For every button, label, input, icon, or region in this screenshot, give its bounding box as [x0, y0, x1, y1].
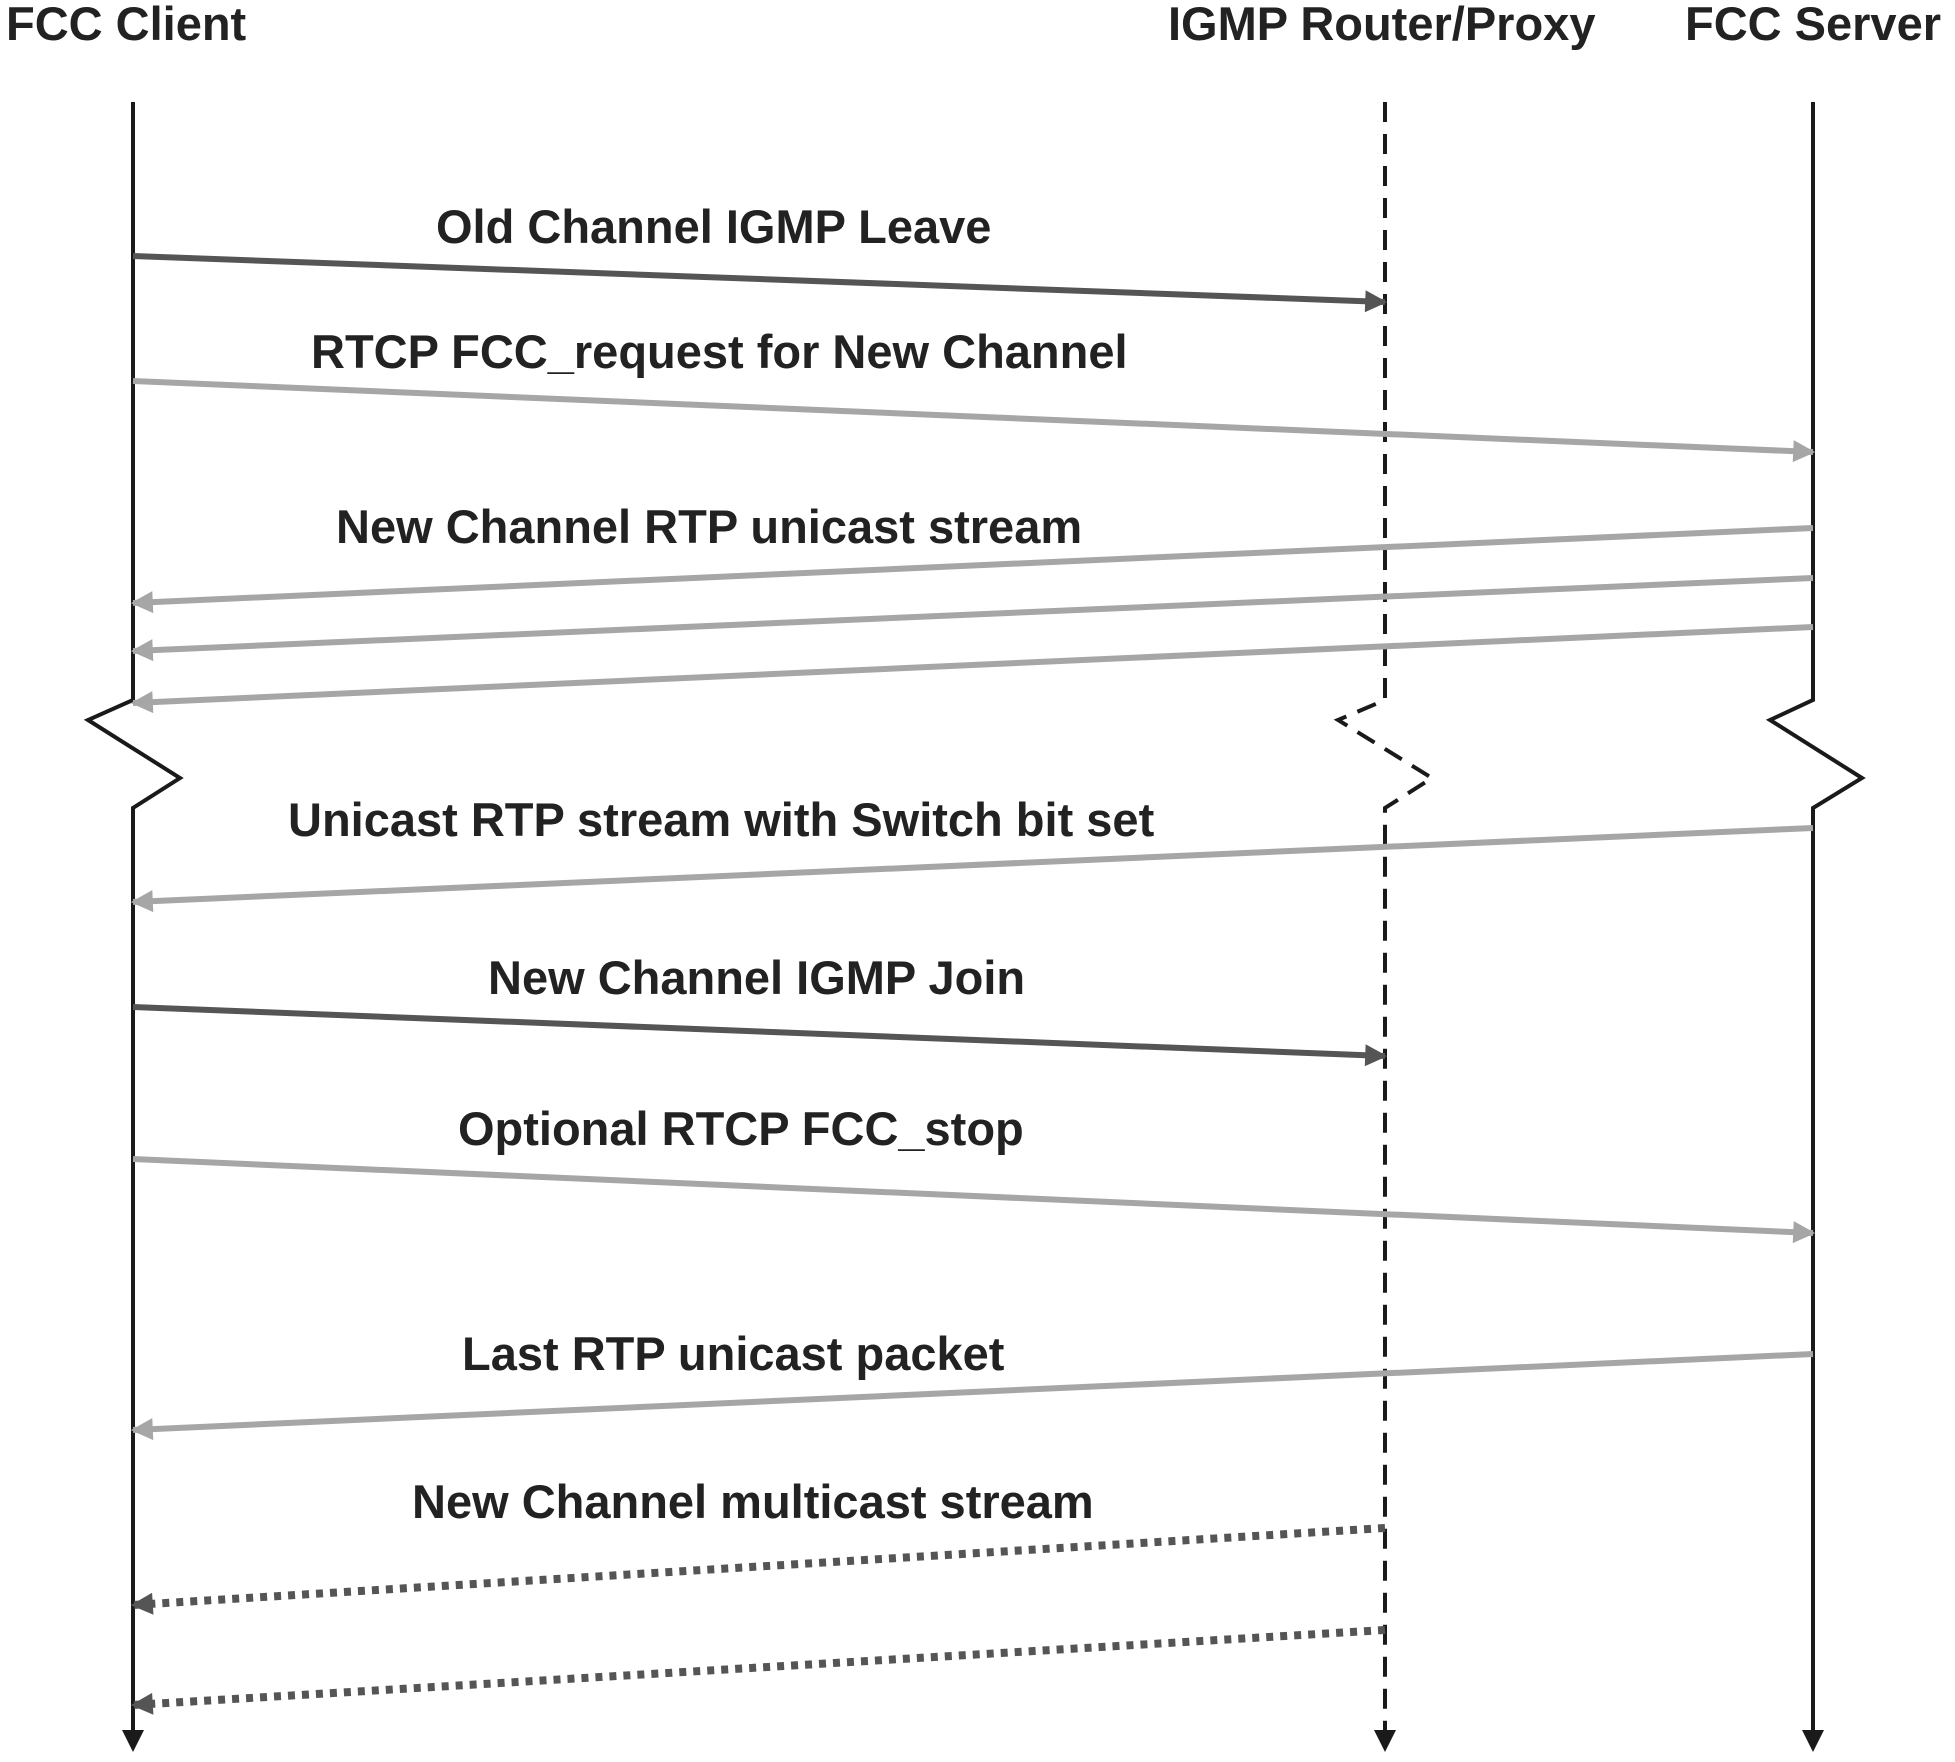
message-arrow-fcc-stop [132, 1156, 1816, 1244]
message-label-unicast-stream: New Channel RTP unicast stream [336, 500, 1082, 553]
message-label-last-unicast: Last RTP unicast packet [462, 1327, 1005, 1380]
participant-fcc-server: FCC Server [1685, 0, 1941, 50]
message-arrow-multicast-stream [130, 1626, 1386, 1715]
message-label-igmp-leave: Old Channel IGMP Leave [436, 200, 991, 253]
lifeline-igmp-router [1333, 102, 1436, 1752]
lifeline-end-arrow-icon [1374, 1730, 1396, 1752]
message-arrow-igmp-leave [132, 253, 1388, 313]
message-label-igmp-join: New Channel IGMP Join [488, 951, 1025, 1004]
message-arrow-last-unicast [130, 1351, 1814, 1441]
message-arrow-unicast-stream [130, 624, 1814, 714]
message-arrow-unicast-stream [130, 525, 1814, 614]
message-arrow-switch-bit [130, 825, 1814, 913]
message-arrow-unicast-stream [130, 575, 1814, 662]
message-label-fcc-stop: Optional RTCP FCC_stop [458, 1102, 1024, 1155]
lifeline-end-arrow-icon [1802, 1730, 1824, 1752]
participant-igmp-router: IGMP Router/Proxy [1168, 0, 1595, 50]
lifeline-end-arrow-icon [122, 1730, 144, 1752]
message-label-fcc-request: RTCP FCC_request for New Channel [311, 325, 1128, 378]
message-label-switch-bit: Unicast RTP stream with Switch bit set [288, 793, 1155, 846]
lifeline-fcc-client [83, 102, 184, 1752]
lifeline-fcc-server [1765, 102, 1866, 1752]
message-arrow-fcc-request [132, 378, 1816, 463]
participant-fcc-client: FCC Client [6, 0, 247, 50]
message-label-multicast-stream: New Channel multicast stream [412, 1475, 1094, 1528]
message-arrow-igmp-join [132, 1004, 1388, 1067]
message-arrow-multicast-stream [130, 1524, 1386, 1615]
